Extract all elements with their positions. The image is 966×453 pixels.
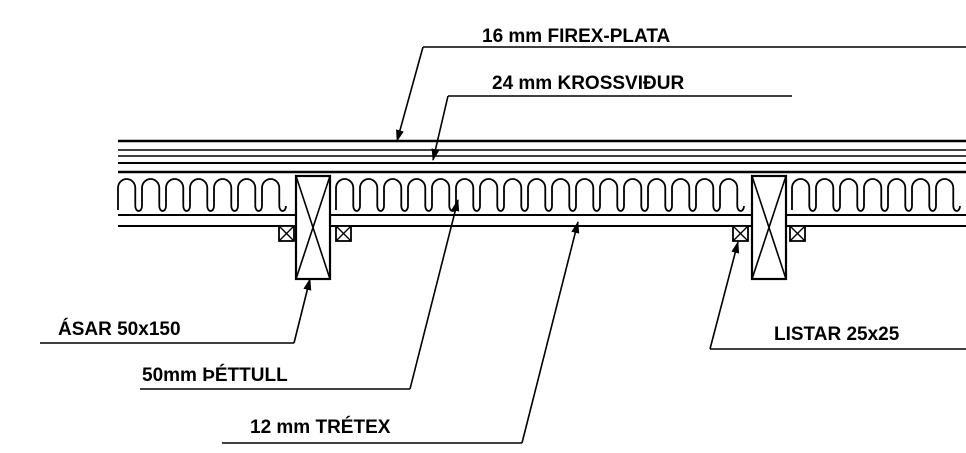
label-listar: LISTAR 25x25 — [774, 324, 900, 345]
leader-listar — [709, 241, 966, 350]
board-layers — [118, 139, 966, 174]
label-thettull: 50mm ÞÉTTULL — [142, 364, 288, 386]
leader-asar — [40, 278, 312, 344]
label-asar: ÁSAR 50x150 — [58, 318, 181, 340]
batten-3 — [732, 225, 749, 242]
leader-krossvidur — [431, 95, 792, 161]
label-firex: 16 mm FIREX-PLATA — [482, 26, 671, 47]
leader-firex — [396, 46, 966, 142]
leader-thettull — [140, 199, 460, 390]
label-tretex: 12 mm TRÉTEX — [250, 416, 391, 438]
label-krossvidur: 24 mm KROSSVIÐUR — [492, 73, 684, 94]
leader-tretex — [222, 221, 580, 444]
battens — [278, 225, 806, 242]
batten-1 — [278, 225, 295, 242]
tretex-layer — [118, 214, 966, 227]
insulation-layer — [117, 178, 961, 212]
batten-2 — [335, 225, 352, 242]
rafter-left — [294, 174, 332, 281]
rafter-right — [750, 174, 788, 281]
batten-4 — [789, 225, 806, 242]
